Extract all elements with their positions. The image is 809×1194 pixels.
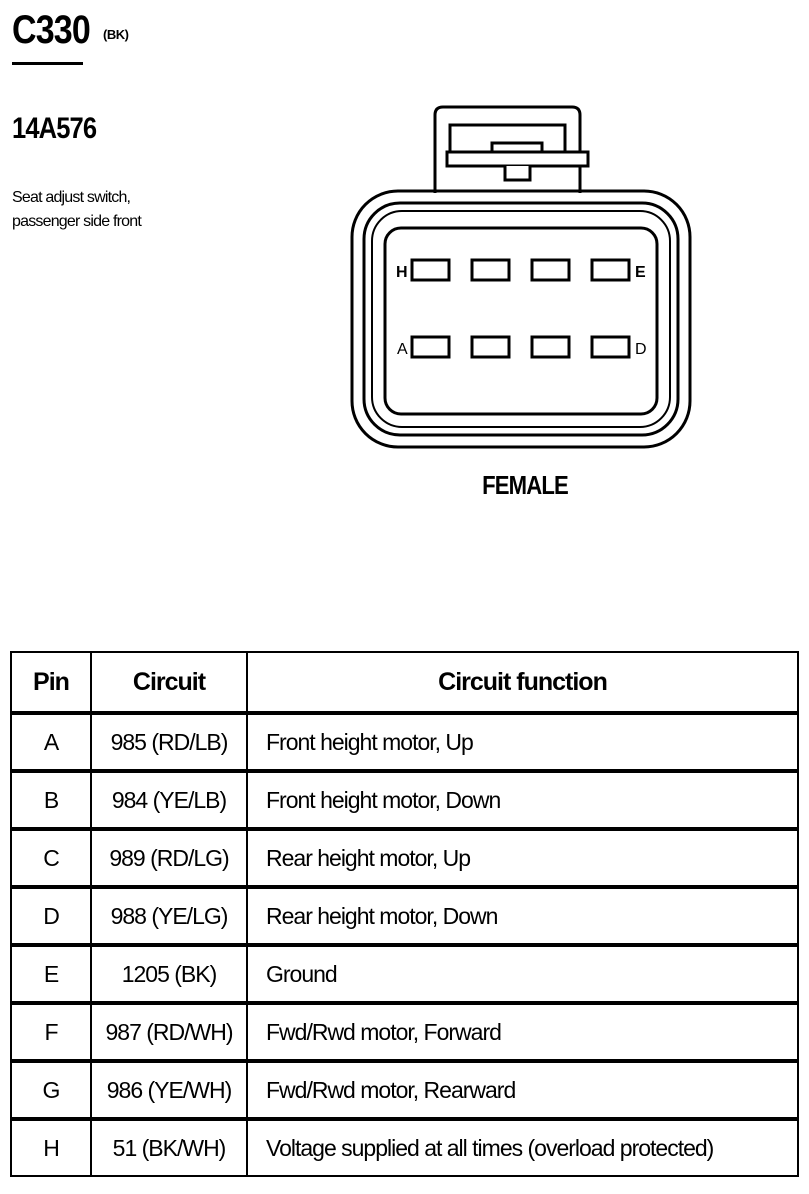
table-row: F 987 (RD/WH) Fwd/Rwd motor, Forward: [10, 1001, 799, 1062]
table-row: C 989 (RD/LG) Rear height motor, Up: [10, 827, 799, 888]
row-pin: E: [10, 943, 92, 1004]
terminal-h: [410, 258, 451, 282]
row-pin: G: [10, 1059, 92, 1120]
pin-table: Pin Circuit Circuit function A 985 (RD/L…: [10, 651, 799, 1177]
row-function: Rear height motor, Down: [246, 885, 799, 946]
connector-body-outer: [350, 189, 692, 449]
row-circuit: 51 (BK/WH): [90, 1117, 248, 1177]
row-pin: F: [10, 1001, 92, 1062]
terminal-g: [470, 258, 511, 282]
header-circuit-function: Circuit function: [246, 651, 799, 714]
row-pin: B: [10, 769, 92, 830]
row-function: Front height motor, Up: [246, 711, 799, 772]
header-circuit: Circuit: [90, 651, 248, 714]
row-circuit: 986 (YE/WH): [90, 1059, 248, 1120]
row-function: Front height motor, Down: [246, 769, 799, 830]
terminal-e: [590, 258, 631, 282]
pin-label-d: D: [635, 341, 647, 358]
table-row: H 51 (BK/WH) Voltage supplied at all tim…: [10, 1117, 799, 1177]
description-line-1: Seat adjust switch,: [12, 189, 131, 206]
table-row: B 984 (YE/LB) Front height motor, Down: [10, 769, 799, 830]
connector-face-diagram: H E A D: [350, 105, 692, 449]
terminal-b: [470, 335, 511, 359]
terminal-f: [530, 258, 571, 282]
row-pin: H: [10, 1117, 92, 1177]
terminal-d: [590, 335, 631, 359]
part-number: 14A576: [12, 112, 97, 145]
connector-latch-inner: [448, 123, 567, 155]
row-function: Ground: [246, 943, 799, 1004]
connector-latch-outer: [433, 105, 582, 193]
description-line-2: passenger side front: [12, 213, 142, 230]
row-circuit: 984 (YE/LB): [90, 769, 248, 830]
terminal-c: [530, 335, 571, 359]
connector-latch-key: [503, 166, 532, 182]
row-function: Voltage supplied at all times (overload …: [246, 1117, 799, 1177]
table-row: E 1205 (BK) Ground: [10, 943, 799, 1004]
connector-cavity-frame: [383, 226, 659, 416]
connector-latch-notch: [490, 141, 544, 152]
connector-color: (BK): [103, 27, 129, 42]
connector-latch-tab: [445, 150, 590, 168]
row-circuit: 1205 (BK): [90, 943, 248, 1004]
connector-description: Seat adjust switch, passenger side front: [12, 186, 212, 234]
row-pin: A: [10, 711, 92, 772]
terminal-a: [410, 335, 451, 359]
connector-body-inner: [371, 210, 671, 428]
connector-id: C330: [12, 8, 91, 52]
title-underline: [12, 62, 83, 65]
connector-gender-label: FEMALE: [482, 470, 569, 500]
pin-label-a: A: [397, 341, 408, 358]
pin-table-header-row: Pin Circuit Circuit function: [10, 651, 799, 714]
row-circuit: 985 (RD/LB): [90, 711, 248, 772]
row-circuit: 987 (RD/WH): [90, 1001, 248, 1062]
row-pin: D: [10, 885, 92, 946]
row-circuit: 989 (RD/LG): [90, 827, 248, 888]
row-function: Fwd/Rwd motor, Forward: [246, 1001, 799, 1062]
row-circuit: 988 (YE/LG): [90, 885, 248, 946]
row-function: Fwd/Rwd motor, Rearward: [246, 1059, 799, 1120]
table-row: D 988 (YE/LG) Rear height motor, Down: [10, 885, 799, 946]
row-function: Rear height motor, Up: [246, 827, 799, 888]
pin-label-e: E: [635, 264, 646, 281]
row-pin: C: [10, 827, 92, 888]
table-row: G 986 (YE/WH) Fwd/Rwd motor, Rearward: [10, 1059, 799, 1120]
header-pin: Pin: [10, 651, 92, 714]
connector-body-middle: [362, 201, 680, 437]
pin-label-h: H: [396, 264, 408, 281]
table-row: A 985 (RD/LB) Front height motor, Up: [10, 711, 799, 772]
